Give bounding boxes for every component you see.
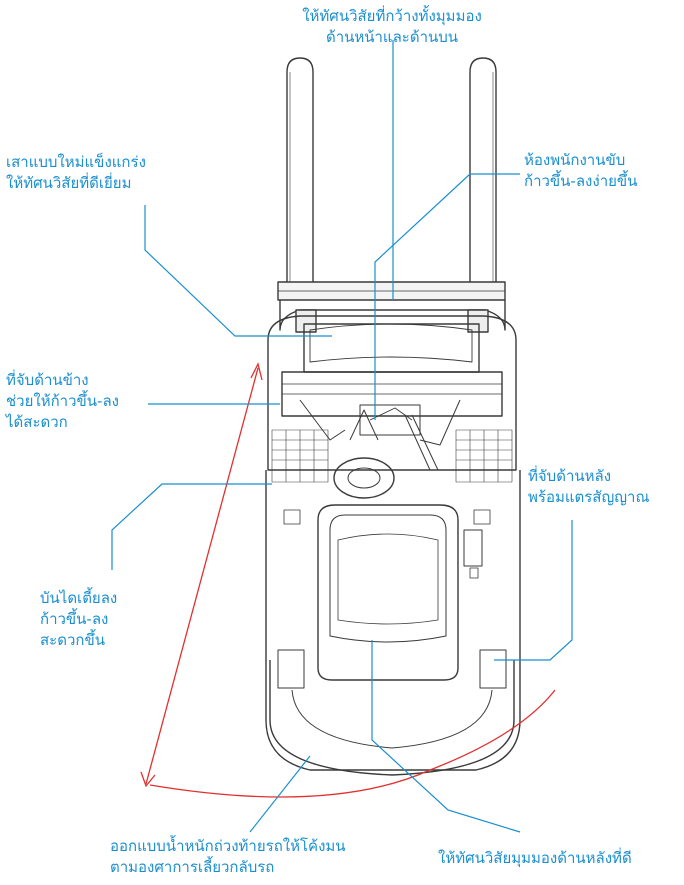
- label-rear-grip: ที่จับด้านหลัง พร้อมแตรสัญญาณ: [528, 466, 649, 508]
- steering-wheel: [333, 457, 395, 499]
- label-top-view-line1: ให้ทัศนวิสัยที่กว้างทั้งมุมมอง: [302, 7, 482, 25]
- label-counterweight-line1: ออกแบบน้ำหนักถ่วงท้ายรถให้โค้งมน: [110, 837, 346, 855]
- label-cab-line2: ก้าวขึ้น-ลงง่ายขึ้น: [524, 172, 638, 190]
- right-fork: [469, 57, 497, 300]
- label-step-line2: ก้าวขึ้น-ลง: [40, 610, 109, 628]
- overhead-guard: [267, 315, 517, 471]
- label-counterweight-line2: ตามองศาการเลี้ยวกลับรถ: [110, 858, 275, 876]
- label-side-grip-line2: ช่วยให้ก้าวขึ้น-ลง: [6, 392, 119, 410]
- label-step-line1: บันไดเตี้ยลง: [40, 589, 118, 607]
- label-mast: เสาแบบใหม่แข็งแกร่ง ให้ทัศนวิสัยที่ดีเยี…: [6, 152, 146, 194]
- label-side-grip: ที่จับด้านข้าง ช่วยให้ก้าวขึ้น-ลง ได้สะด…: [6, 370, 119, 433]
- turning-radius-arc: [140, 362, 556, 798]
- label-cab-line1: ห้องพนักงานขับ: [524, 151, 626, 169]
- forklift-body: [265, 470, 521, 771]
- label-mast-line1: เสาแบบใหม่แข็งแกร่ง: [6, 153, 146, 171]
- label-rear-grip-line2: พร้อมแตรสัญญาณ: [528, 488, 650, 506]
- label-rear-view-line1: ให้ทัศนวิสัยมุมมองด้านหลังที่ดี: [438, 849, 632, 867]
- counterweight: [269, 660, 515, 776]
- label-step: บันไดเตี้ยลง ก้าวขึ้น-ลง สะดวกขึ้น: [40, 588, 117, 651]
- label-cab: ห้องพนักงานขับ ก้าวขึ้น-ลงง่ายขึ้น: [524, 150, 637, 192]
- leader-lines: [111, 40, 573, 833]
- label-top-view: ให้ทัศนวิสัยที่กว้างทั้งมุมมอง ด้านหน้าแ…: [268, 6, 516, 48]
- label-side-grip-line1: ที่จับด้านข้าง: [6, 371, 89, 389]
- label-step-line3: สะดวกขึ้น: [40, 631, 105, 649]
- label-top-view-line2: ด้านหน้าและด้านบน: [325, 28, 459, 46]
- label-rear-grip-line1: ที่จับด้านหลัง: [528, 467, 612, 485]
- right-grille: [455, 429, 513, 483]
- left-grille: [271, 429, 329, 483]
- label-counterweight: ออกแบบน้ำหนักถ่วงท้ายรถให้โค้งมน ตามองศา…: [110, 836, 346, 878]
- label-rear-view: ให้ทัศนวิสัยมุมมองด้านหลังที่ดี: [438, 848, 632, 869]
- label-side-grip-line3: ได้สะดวก: [6, 413, 68, 431]
- operator-seat: [317, 504, 459, 681]
- label-mast-line2: ให้ทัศนวิสัยที่ดีเยี่ยม: [6, 174, 132, 192]
- mast-frame: [279, 300, 506, 331]
- left-fork: [286, 57, 314, 300]
